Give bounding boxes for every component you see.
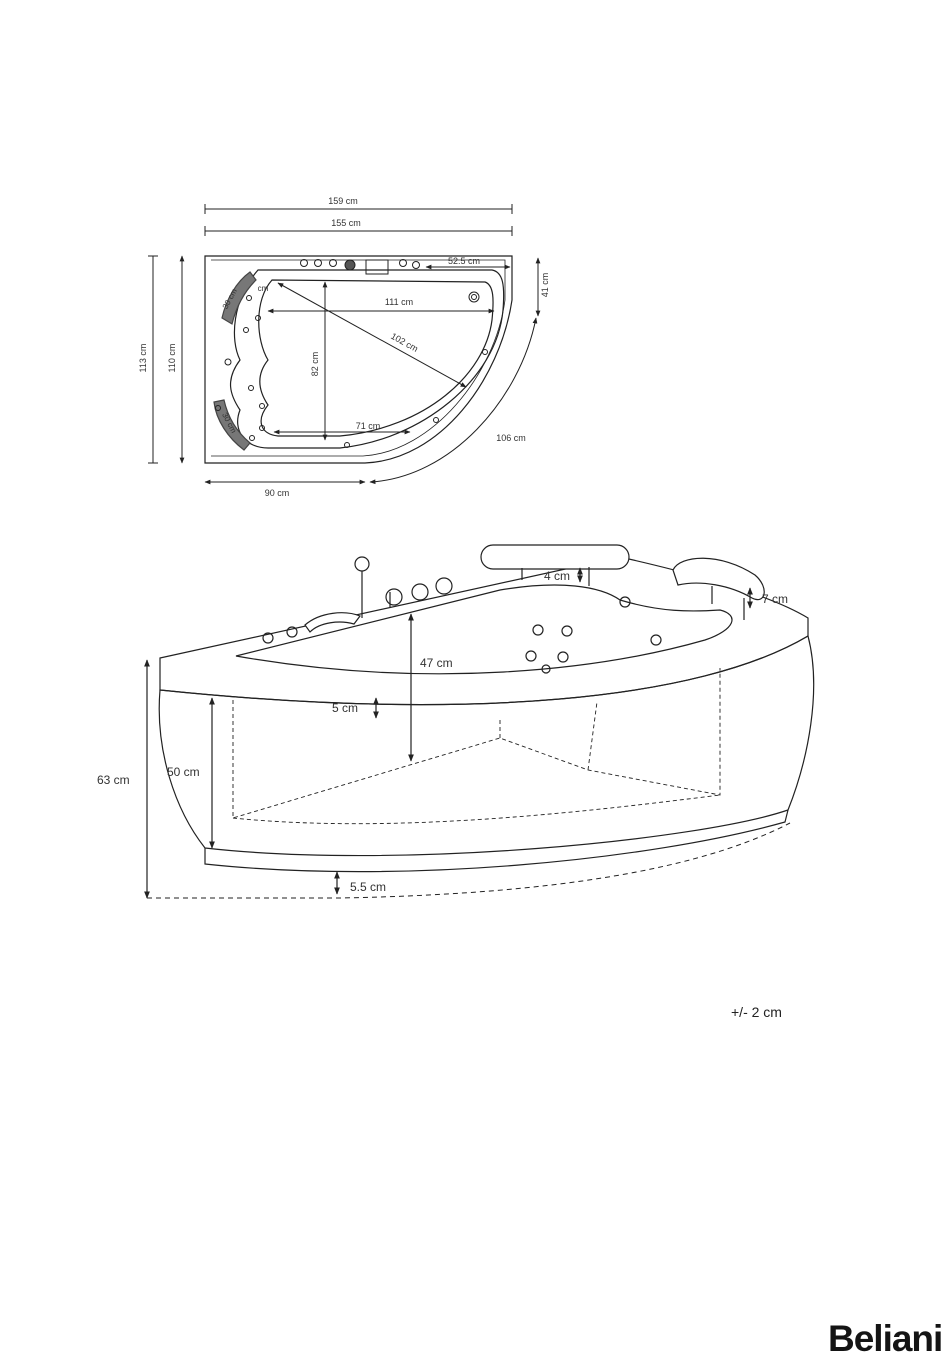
tolerance-note: +/- 2 cm	[731, 1004, 782, 1020]
label-basin-depth: 82 cm	[310, 352, 320, 377]
label-corner-mark: cm	[258, 284, 269, 293]
label-pillow-height: 7 cm	[762, 592, 788, 606]
label-right-depth: 41 cm	[540, 273, 550, 298]
label-inner-depth: 47 cm	[420, 656, 453, 670]
top-view-fixtures	[216, 260, 488, 448]
label-basin-bottom: 71 cm	[356, 421, 381, 431]
label-top-right-width: 52.5 cm	[448, 256, 480, 266]
label-total-height: 63 cm	[97, 773, 130, 787]
label-depth-outer: 113 cm	[138, 344, 148, 373]
label-width-outer: 159 cm	[328, 196, 358, 206]
top-view-labels: 159 cm 155 cm 113 cm 110 cm 90 cm 106 cm…	[138, 196, 550, 498]
label-depth-inner: 110 cm	[167, 344, 177, 373]
top-view-basin	[259, 280, 493, 436]
brand-logo: Beliani	[828, 1318, 942, 1360]
label-bottom-width: 90 cm	[265, 488, 290, 498]
label-base-height: 5.5 cm	[350, 880, 386, 894]
label-basin-width: 111 cm	[385, 297, 413, 307]
label-width-inner: 155 cm	[331, 218, 361, 228]
label-pillow-gap: 4 cm	[544, 569, 570, 583]
pillow-left	[481, 545, 629, 569]
side-view-panel	[233, 668, 720, 824]
side-view-body	[159, 636, 813, 856]
label-basin-diagonal: 102 cm	[389, 331, 420, 354]
label-arc-length: 106 cm	[496, 433, 526, 443]
top-view-dimensions	[148, 204, 538, 482]
label-rim-thickness: 5 cm	[332, 701, 358, 715]
label-panel-height: 50 cm	[167, 765, 200, 779]
side-view-labels: 4 cm 7 cm 47 cm 5 cm 50 cm 63 cm 5.5 cm	[97, 569, 788, 894]
side-view	[147, 545, 814, 898]
